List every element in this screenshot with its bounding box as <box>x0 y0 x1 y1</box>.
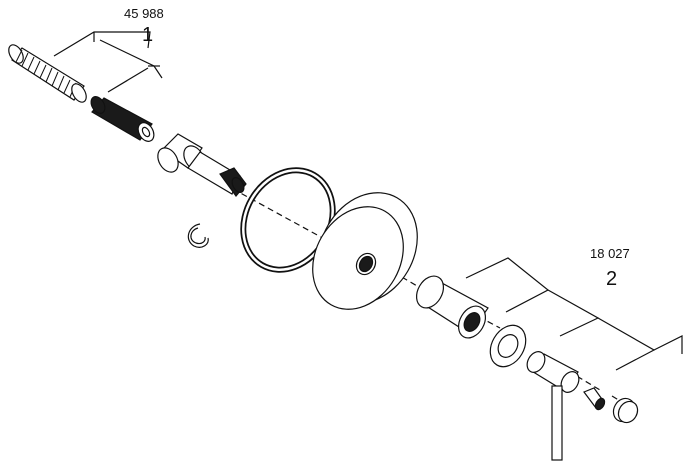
part-number-1: 45 988 <box>124 6 164 21</box>
knurled-sleeve <box>90 96 155 142</box>
handle-adapter-sleeve <box>415 275 489 339</box>
callout-2: 2 <box>606 268 618 290</box>
washer <box>489 324 527 368</box>
escutcheon-rosette <box>312 192 418 310</box>
spindle <box>157 133 247 197</box>
leader-bracket-2 <box>465 257 683 371</box>
leader-bracket-1 <box>53 31 163 93</box>
callout-1: 1 <box>142 24 154 46</box>
lever-handle <box>526 351 580 461</box>
part-number-2: 18 027 <box>590 246 630 261</box>
grub-screw <box>583 387 606 411</box>
snap-ring <box>187 223 209 248</box>
threaded-extension-tube <box>8 44 87 103</box>
cover-cap <box>612 397 639 424</box>
